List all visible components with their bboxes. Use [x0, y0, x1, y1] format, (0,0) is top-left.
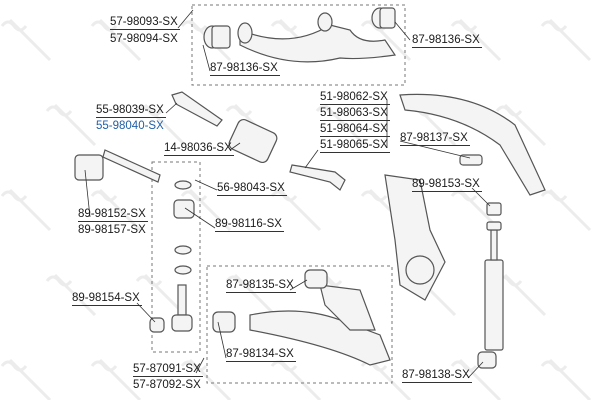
watermark-logo-mark: [45, 275, 73, 287]
watermark-mark: [503, 273, 547, 317]
watermark-logo-mark: [225, 275, 253, 287]
watermark-mark: [548, 188, 592, 232]
lower-bush-rear: [304, 269, 328, 289]
watermark-logo-mark: [540, 20, 568, 32]
watermark-mark: [458, 18, 502, 62]
watermark-logo-mark: [270, 360, 298, 372]
watermark-logo-mark: [495, 105, 523, 117]
watermark-logo-mark: [225, 105, 253, 117]
watermark-logo-mark: [45, 105, 73, 117]
label-14-98036: 14-98036-SX: [164, 142, 234, 156]
label-87-98136-left: 87-98136-SX: [210, 62, 280, 76]
watermark-logo-mark: [270, 190, 298, 202]
watermark-mark: [278, 358, 322, 400]
shock-absorber-body: [484, 259, 504, 351]
watermark-logo-mark: [90, 360, 118, 372]
label-51-98062: 51-98062-SX: [320, 91, 390, 105]
label-55-98040: 55-98040-SX: [96, 120, 164, 132]
lower-arm-group-box: [206, 265, 393, 384]
watermark-mark: [143, 103, 187, 147]
watermark-mark: [98, 358, 142, 400]
watermark-logo-mark: [540, 360, 568, 372]
watermark-logo-mark: [270, 20, 298, 32]
link-end-bush: [149, 317, 165, 333]
label-56-98043: 56-98043-SX: [217, 182, 287, 196]
watermark-logo-mark: [0, 360, 28, 372]
tie-rod-end: [289, 164, 346, 191]
label-87-98137: 87-98137-SX: [400, 132, 470, 146]
watermark-logo-mark: [135, 275, 163, 287]
watermark-logo-mark: [450, 190, 478, 202]
label-87-98138: 87-98138-SX: [402, 369, 472, 383]
frame-plate: [399, 93, 546, 196]
label-57-87092: 57-87092-SX: [133, 379, 201, 391]
watermark-mark: [323, 103, 367, 147]
lower-control-arm: [249, 310, 391, 366]
watermark-mark: [503, 103, 547, 147]
inner-tie-rod: [171, 91, 223, 127]
watermark-mark: [188, 358, 232, 400]
label-51-98063: 51-98063-SX: [320, 107, 390, 121]
watermark-logo-mark: [180, 20, 208, 32]
stabilizer-bush: [74, 154, 104, 181]
watermark-logo-mark: [360, 190, 388, 202]
watermark-mark: [548, 358, 592, 400]
label-89-98153: 89-98153-SX: [412, 178, 482, 192]
label-55-98039: 55-98039-SX: [96, 104, 166, 118]
shock-lower-bush: [477, 351, 497, 369]
watermark-mark: [233, 273, 277, 317]
watermark-mark: [278, 188, 322, 232]
watermark-mark: [548, 18, 592, 62]
label-87-98136-right: 87-98136-SX: [412, 34, 482, 48]
watermark-mark: [53, 273, 97, 317]
watermark-mark: [368, 358, 412, 400]
link-bush-top: [174, 180, 192, 190]
upper-control-arm: [239, 24, 397, 63]
upper-arm-group-box: [191, 4, 406, 86]
watermark-mark: [8, 18, 52, 62]
shackle-bush: [459, 154, 483, 166]
label-51-98064: 51-98064-SX: [320, 123, 390, 137]
watermark-logo-mark: [540, 190, 568, 202]
watermark-logo-mark: [90, 190, 118, 202]
link-bolt: [177, 284, 187, 316]
label-89-98157: 89-98157-SX: [78, 224, 146, 236]
watermark-logo-mark: [450, 360, 478, 372]
watermark-logo-mark: [315, 105, 343, 117]
label-57-98094: 57-98094-SX: [110, 33, 178, 45]
label-51-98065: 51-98065-SX: [320, 139, 390, 153]
watermark-mark: [8, 358, 52, 400]
stabilizer-link-group-box: [151, 161, 201, 353]
watermark-mark: [8, 188, 52, 232]
watermark-mark: [53, 103, 97, 147]
stabilizer-bar: [102, 149, 161, 183]
watermark-logo-mark: [180, 360, 208, 372]
lower-bush-front: [212, 311, 236, 333]
label-89-98116: 89-98116-SX: [215, 218, 284, 232]
watermark-logo-mark: [360, 20, 388, 32]
watermark-logo-mark: [0, 20, 28, 32]
watermark-logo-mark: [135, 105, 163, 117]
watermark-logo-mark: [180, 190, 208, 202]
watermark-mark: [98, 188, 142, 232]
label-57-98093: 57-98093-SX: [110, 16, 180, 30]
watermark-logo-mark: [450, 20, 478, 32]
label-89-98152: 89-98152-SX: [78, 208, 148, 222]
watermark-mark: [458, 358, 502, 400]
label-87-98134: 87-98134-SX: [226, 348, 296, 362]
watermark-mark: [98, 18, 142, 62]
label-89-98154: 89-98154-SX: [72, 292, 142, 306]
label-87-98135: 87-98135-SX: [226, 279, 296, 293]
label-57-87091: 57-87091-SX: [133, 363, 203, 377]
watermark-mark: [188, 188, 232, 232]
watermark-logo-mark: [0, 190, 28, 202]
rack-bush: [228, 118, 278, 164]
